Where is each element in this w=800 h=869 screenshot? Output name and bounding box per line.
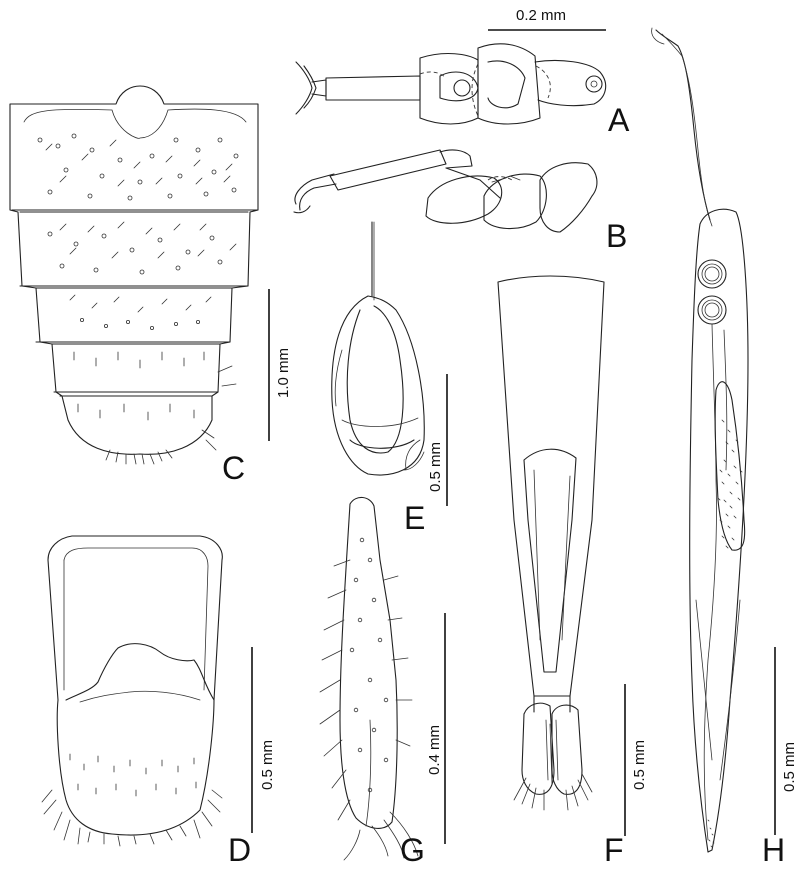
panel-a-drawing [295,43,607,125]
panel-label-c: C [222,450,246,486]
panel-g-drawing [319,496,419,861]
scale-label-d: 0.5 mm [259,739,276,790]
panel-b-drawing [293,149,598,233]
panel-f-drawing [497,275,605,811]
panel-h-speckle [707,419,743,848]
scale-label-g: 0.4 mm [426,724,443,775]
scale-bars [251,29,776,844]
panel-c-drawing [9,85,259,465]
panel-h-drawing [651,27,749,853]
scale-label-top: 0.2 mm [516,7,567,24]
scale-label-h: 0.5 mm [781,741,798,792]
panel-d-drawing [41,535,223,847]
scale-label-f: 0.5 mm [631,739,648,790]
panel-e-drawing [331,221,425,476]
panel-label-g: G [400,832,425,868]
panel-label-f: F [604,832,624,868]
panel-label-e: E [404,500,426,536]
panel-label-h: H [762,832,786,868]
panel-label-a: A [608,102,630,138]
scale-label-e: 0.5 mm [427,441,444,492]
panel-label-d: D [228,832,252,868]
panel-label-b: B [606,218,628,254]
scale-label-c: 1.0 mm [275,347,292,398]
